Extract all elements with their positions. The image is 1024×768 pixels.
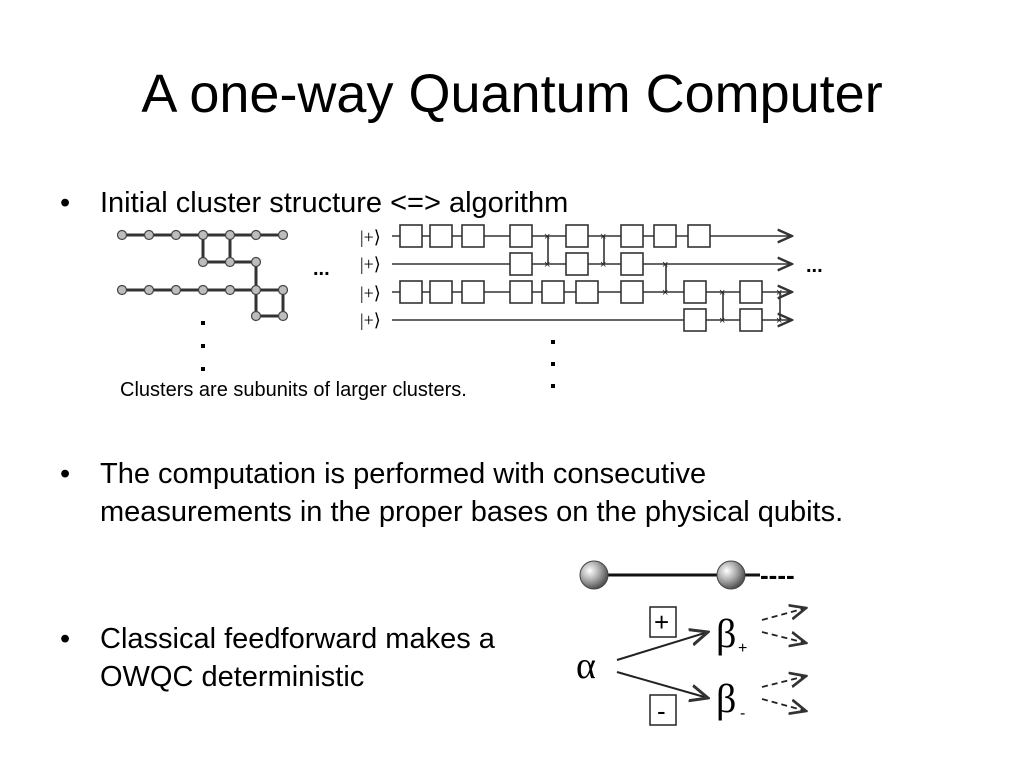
cluster-ellipsis: ... xyxy=(313,258,330,280)
slide-title: A one-way Quantum Computer xyxy=(141,64,883,124)
bullet-computation: • The computation is performed with cons… xyxy=(60,455,900,531)
bullet-text: Initial cluster structure <=> algorithm xyxy=(100,187,569,219)
ket-labels: |+⟩ |+⟩ |+⟩ |+⟩ xyxy=(360,227,381,330)
qubit-wires xyxy=(392,236,792,320)
ket-label-1: |+⟩ xyxy=(360,227,381,247)
cluster-nodes xyxy=(116,229,289,322)
ket-label-4: |+⟩ xyxy=(360,310,381,330)
svg-text:×: × xyxy=(544,259,550,271)
qubit-sphere-2 xyxy=(716,560,746,590)
minus-basis-label: - xyxy=(657,696,666,726)
chain-dashes: ---- xyxy=(760,560,795,590)
plus-basis-label: + xyxy=(654,607,669,637)
svg-text:×: × xyxy=(719,287,725,299)
cluster-graph xyxy=(122,233,285,318)
bullet-text: The computation is performed with consec… xyxy=(100,458,844,528)
svg-text:×: × xyxy=(600,259,606,271)
bullet-dot: • xyxy=(60,187,71,219)
figure-caption: Clusters are subunits of larger clusters… xyxy=(120,379,467,401)
svg-text:×: × xyxy=(776,287,782,299)
bullet-dot: • xyxy=(60,623,71,655)
svg-text:×: × xyxy=(662,287,668,299)
ket-label-2: |+⟩ xyxy=(360,254,381,274)
svg-text:×: × xyxy=(600,231,606,243)
circuit-ellipsis: ... xyxy=(806,255,823,277)
svg-text:×: × xyxy=(544,231,550,243)
circuit-vertical-ellipsis xyxy=(551,340,555,388)
gate-boxes xyxy=(399,224,763,332)
plus-basis-box xyxy=(649,606,677,638)
ket-label-3: |+⟩ xyxy=(360,283,381,303)
minus-basis-box xyxy=(649,694,677,726)
bullet-dot: • xyxy=(60,458,71,490)
svg-text:×: × xyxy=(662,259,668,271)
bullet-cluster-structure: • Initial cluster structure <=> algorith… xyxy=(60,184,800,222)
bullet-text: Classical feedforward makes a OWQC deter… xyxy=(100,623,495,693)
qubit-sphere-1 xyxy=(579,560,609,590)
controlled-gates xyxy=(547,236,781,320)
cluster-vertical-ellipsis xyxy=(201,321,205,371)
beta-minus-subscript: - xyxy=(740,705,745,722)
beta-plus-subscript: + xyxy=(738,640,747,657)
feedforward-figure: ---- α + - β + β - xyxy=(576,560,806,726)
svg-text:×: × xyxy=(776,315,782,327)
beta-plus-symbol: β xyxy=(716,611,736,656)
beta-minus-symbol: β xyxy=(716,676,736,721)
bullet-feedforward: • Classical feedforward makes a OWQC det… xyxy=(60,620,560,696)
control-dots: × × × × × × × × × × xyxy=(544,231,782,327)
alpha-symbol: α xyxy=(576,645,596,687)
svg-text:×: × xyxy=(719,315,725,327)
